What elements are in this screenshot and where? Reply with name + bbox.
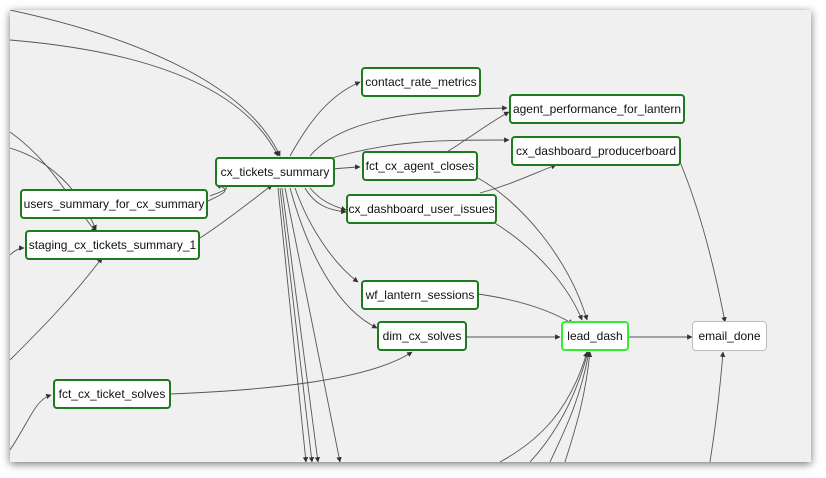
edge-offscreen-bottom-to-lead-dash-1 xyxy=(499,351,589,462)
edge-fct-agent-closes-to-lead-dash xyxy=(475,176,589,321)
edge-offscreen-to-staging xyxy=(10,131,97,233)
edge-cx-tickets-summary-to-wf-lantern xyxy=(294,187,359,283)
edge-user-issues-to-producerboard xyxy=(479,164,557,194)
edge-offscreen-bottom-to-staging xyxy=(10,257,103,361)
node-cx-tickets-summary[interactable]: cx_tickets_summary xyxy=(215,157,335,187)
node-cx-dashboard-producerboard[interactable]: cx_dashboard_producerboard xyxy=(511,136,681,166)
edge-offscreen-to-cx-tickets-summary-1 xyxy=(10,39,279,157)
edge-wf-lantern-to-lead-dash xyxy=(477,293,574,325)
node-agent-performance-for-lantern[interactable]: agent_performance_for_lantern xyxy=(509,94,685,124)
node-lead-dash[interactable]: lead_dash xyxy=(561,321,629,351)
edge-offscreen-to-cx-tickets-summary-2 xyxy=(10,10,281,157)
node-dim-cx-solves[interactable]: dim_cx_solves xyxy=(377,321,467,351)
edge-offscreen-bottom-to-lead-dash-4 xyxy=(564,351,593,462)
node-users-summary-for-cx-summary[interactable]: users_summary_for_cx_summary xyxy=(20,189,208,219)
edge-offscreen-bottom-to-lead-dash-2 xyxy=(529,351,590,462)
edge-fct-agent-closes-to-agent-performance xyxy=(441,111,510,156)
edge-cx-tickets-summary-to-contact-rate xyxy=(289,81,361,157)
edge-offscreen-to-fct-cx-ticket-solves xyxy=(10,393,52,451)
dag-graph-canvas[interactable]: contact_rate_metrics agent_performance_f… xyxy=(10,10,811,462)
edge-cx-tickets-summary-to-agent-performance xyxy=(309,105,508,157)
node-fct-cx-agent-closes[interactable]: fct_cx_agent_closes xyxy=(362,151,478,181)
node-cx-dashboard-user-issues[interactable]: cx_dashboard_user_issues xyxy=(346,194,497,224)
node-wf-lantern-sessions[interactable]: wf_lantern_sessions xyxy=(361,280,479,310)
dag-edges xyxy=(10,10,727,462)
edge-staging-to-cx-tickets-summary xyxy=(199,184,273,239)
edge-offscreen-to-staging-2 xyxy=(10,245,25,256)
node-staging-cx-tickets-summary-1[interactable]: staging_cx_tickets_summary_1 xyxy=(25,230,200,260)
edge-cx-tickets-summary-down-4 xyxy=(284,187,342,462)
node-contact-rate-metrics[interactable]: contact_rate_metrics xyxy=(361,67,481,97)
node-fct-cx-ticket-solves[interactable]: fct_cx_ticket_solves xyxy=(53,379,171,409)
edge-cx-tickets-summary-to-fct-agent-closes xyxy=(331,164,361,170)
edge-cx-tickets-summary-to-user-issues xyxy=(309,187,347,212)
edge-cx-tickets-summary-to-user-issues-2 xyxy=(304,187,347,215)
edge-cx-tickets-summary-down-3 xyxy=(281,187,321,462)
edge-fct-ticket-solves-to-dim-cx-solves xyxy=(169,351,413,395)
edge-cx-tickets-summary-down-2 xyxy=(279,187,315,462)
edge-cx-tickets-summary-to-producerboard xyxy=(324,137,510,161)
node-email-done[interactable]: email_done xyxy=(692,321,767,351)
edge-offscreen-bottom-to-email-done xyxy=(709,351,726,462)
edge-cx-tickets-summary-to-dim-cx-solves xyxy=(289,187,378,329)
edge-cx-tickets-summary-down-1 xyxy=(277,187,309,462)
edge-offscreen-bottom-to-lead-dash-3 xyxy=(549,351,591,462)
edge-user-issues-to-lead-dash xyxy=(489,219,583,321)
edge-producerboard-to-email-done xyxy=(679,161,727,323)
